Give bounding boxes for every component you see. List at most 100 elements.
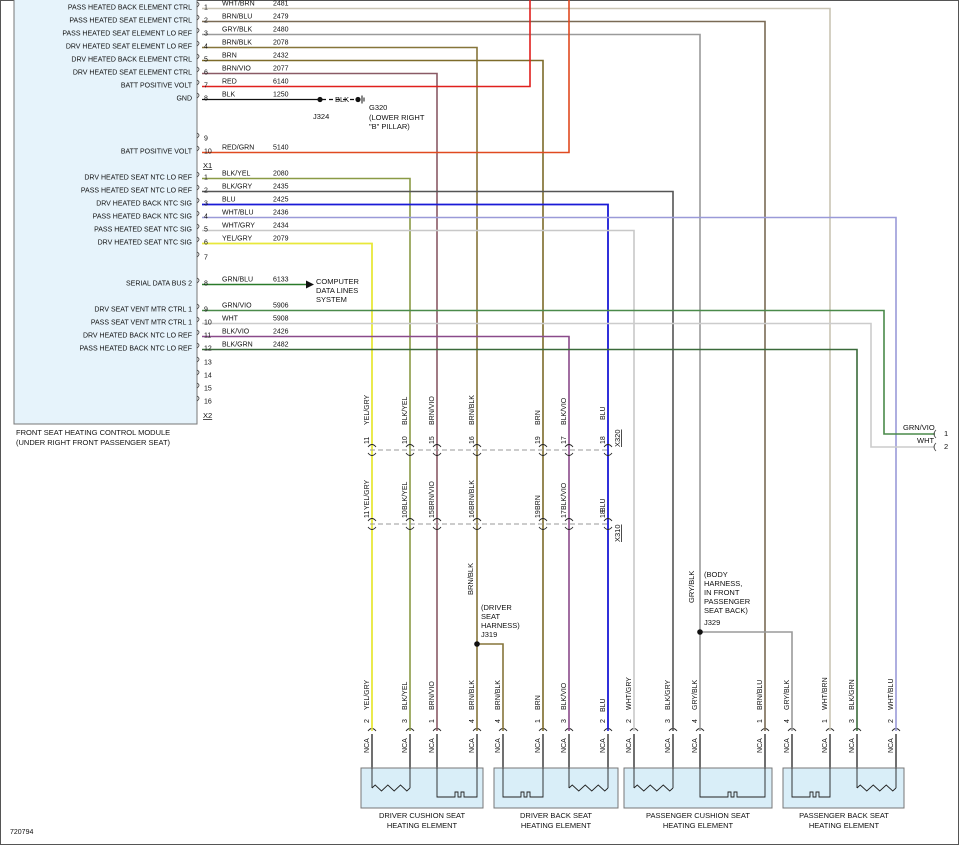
bottom-nca-label: NCA (888, 738, 895, 753)
circuit-number-label: 6140 (273, 79, 289, 86)
module-subtitle: (UNDER RIGHT FRONT PASSENGER SEAT) (16, 438, 171, 447)
element-lead (502, 768, 518, 798)
pin-bracket (196, 236, 200, 243)
inline-pin-socket (432, 452, 442, 456)
wire-red (202, 0, 531, 88)
circuit-number-label: 2432 (273, 53, 289, 60)
harness-notes: BRN/BLK (DRIVER SEAT HARNESS) J319 GRY/B… (466, 563, 751, 647)
circuit-number-label: 5140 (273, 145, 289, 152)
pin-bracket (196, 197, 200, 204)
wire-blk-yel (202, 177, 411, 728)
circuit-number-label: 2077 (273, 66, 289, 73)
inline-wire-label: BRN/VIO (429, 481, 436, 510)
wire-color-label: BRN/BLK (222, 40, 252, 47)
bottom-wire-label: BLK/GRY (665, 679, 672, 710)
bottom-pin-number: 2 (364, 719, 371, 723)
bottom-wire-label: BLU (600, 698, 607, 712)
pin-function-label: DRV SEAT VENT MTR CTRL 1 (94, 307, 192, 314)
vent-motor-connector: GRN/VIO WHT 1 2 (903, 423, 948, 452)
pin-number: 8 (204, 96, 208, 103)
pin-bracket (196, 184, 200, 191)
inline-pin-number: 11 (364, 511, 371, 518)
inline-pin-socket (538, 444, 548, 448)
pin-bracket (196, 223, 200, 230)
ground-name: G320 (369, 103, 387, 112)
circuit-number-label: 2479 (273, 14, 289, 21)
inline-pin-socket (367, 518, 377, 522)
vent-wire-2-label: WHT (917, 436, 934, 445)
bottom-pin-number: 2 (888, 719, 895, 723)
inline-wire-label: BLK/VIO (561, 482, 568, 510)
bottom-nca-label: NCA (495, 738, 502, 753)
pin-bracket (196, 1, 200, 8)
inline-pin-socket (538, 526, 548, 530)
ground-wire-label: BLK (335, 95, 349, 104)
pin-number: 1 (204, 175, 208, 182)
element-2-box (493, 767, 619, 809)
vent-pin-2: 2 (944, 442, 948, 451)
pin-function-label: PASS HEATED BACK NTC SIG (93, 214, 192, 221)
circuit-number-label: 2480 (273, 27, 289, 34)
inline-pin-socket (472, 452, 482, 456)
bottom-nca-label: NCA (849, 738, 856, 753)
bottom-wire-label: BLK/YEL (402, 681, 409, 710)
ground-group: J324 BLK G320 (LOWER RIGHT "B" PILLAR) (313, 95, 425, 131)
pin-bracket (196, 356, 200, 363)
wire-gry-blk-branch (700, 631, 793, 728)
bottom-pin-number: 3 (561, 719, 568, 723)
inline-pin-socket (603, 452, 613, 456)
pin-function-label: BATT POSITIVE VOLT (121, 83, 193, 90)
bottom-wire-label: BRN/BLK (469, 680, 476, 710)
circuit-number-label: 2078 (273, 40, 289, 47)
bottom-pin-number: 1 (429, 719, 436, 723)
inline-wire-label: BRN/BLK (469, 480, 476, 510)
inline-pin-number: 15 (429, 436, 436, 444)
ground-splice-label: J324 (313, 112, 329, 121)
module-box (13, 0, 198, 425)
pin-bracket (196, 395, 200, 402)
pin-function-label: GND (176, 96, 192, 103)
heater-element-symbol (725, 791, 740, 798)
element-2-name-line2: HEATING ELEMENT (521, 821, 592, 830)
drv-harness-wire-label: BRN/BLK (466, 563, 475, 595)
inline-pin-socket (432, 444, 442, 448)
pin-number: 9 (204, 136, 208, 143)
wire-brn-vio (202, 72, 438, 728)
vent-pin-bracket (933, 442, 937, 452)
pin-function-label: BATT POSITIVE VOLT (121, 149, 193, 156)
pin-bracket (196, 303, 200, 310)
pin-number: 10 (204, 149, 212, 156)
bottom-wire-label: BRN (535, 695, 542, 710)
bottom-nca-label: NCA (757, 738, 764, 753)
pin-function-label: PASS HEATED BACK NTC LO REF (79, 346, 192, 353)
wire-color-label: BRN (222, 53, 237, 60)
pin-bracket (196, 210, 200, 217)
pin-bracket (196, 92, 200, 99)
pin-function-label: DRV HEATED SEAT NTC LO REF (84, 175, 192, 182)
inline-wire-label: BRN (535, 495, 542, 510)
bottom-nca-label: NCA (626, 738, 633, 753)
inline-pin-number: 11 (364, 437, 371, 444)
pin-bracket (196, 53, 200, 60)
bottom-pin-number: 2 (600, 719, 607, 723)
connector-x320-label: X320 (613, 429, 622, 447)
pass-harness-splice: J329 (704, 618, 720, 627)
inline-pin-socket (564, 518, 574, 522)
pin-function-label: PASS HEATED BACK ELEMENT CTRL (68, 5, 192, 12)
wire-color-label: WHT/GRY (222, 223, 255, 230)
inline-pin-socket (564, 444, 574, 448)
circuit-number-label: 2436 (273, 210, 289, 217)
inline-pin-number: 16 (469, 510, 476, 518)
circuit-number-label: 2080 (273, 171, 289, 178)
pass-harness-note-2: HARNESS, (704, 579, 742, 588)
ground-splice-dot (317, 96, 323, 103)
wire-color-label: BLK/GRY (222, 184, 253, 191)
bottom-pin-number: 3 (402, 719, 409, 723)
element-lead (791, 768, 807, 798)
inline-pin-number: 18 (600, 510, 607, 518)
ntc-resistor-symbol (856, 784, 897, 792)
inline-pin-socket (367, 452, 377, 456)
circuit-number-label: 1250 (273, 92, 289, 99)
